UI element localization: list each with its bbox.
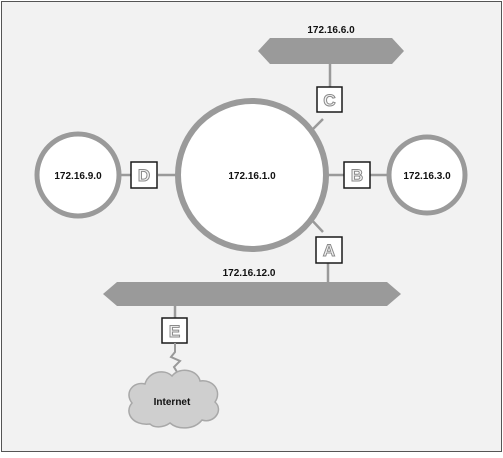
internet-cloud-icon: Internet — [128, 369, 220, 429]
network-label-left: 172.16.9.0 — [54, 171, 102, 182]
router-a-box — [315, 236, 343, 264]
router-d-box — [130, 161, 158, 189]
router-d: D — [130, 161, 158, 189]
router-b-box — [343, 161, 371, 189]
network-label-center: 172.16.1.0 — [228, 171, 276, 182]
router-c: C — [316, 86, 343, 113]
network-ring-right — [386, 134, 468, 216]
cloud-shape — [128, 369, 220, 429]
network-ring-center — [175, 98, 329, 252]
network-segment-top — [258, 38, 404, 64]
router-b: B — [343, 161, 371, 189]
router-e-label: E — [169, 322, 180, 341]
router-d-label: D — [138, 166, 150, 185]
network-ring-left — [34, 131, 122, 219]
lightning-link-icon — [169, 343, 182, 373]
router-e-box — [161, 317, 188, 344]
network-label-top: 172.16.6.0 — [307, 25, 355, 36]
router-e: E — [161, 317, 188, 344]
network-segment-bottom — [103, 282, 401, 306]
router-a-label: A — [323, 241, 335, 260]
router-b-label: B — [351, 166, 363, 185]
router-a: A — [315, 236, 343, 264]
router-c-box — [316, 86, 343, 113]
router-c-label: C — [323, 91, 335, 110]
cloud-label: Internet — [154, 397, 191, 408]
network-label-bottom: 172.16.12.0 — [223, 268, 276, 279]
network-label-right: 172.16.3.0 — [403, 171, 451, 182]
